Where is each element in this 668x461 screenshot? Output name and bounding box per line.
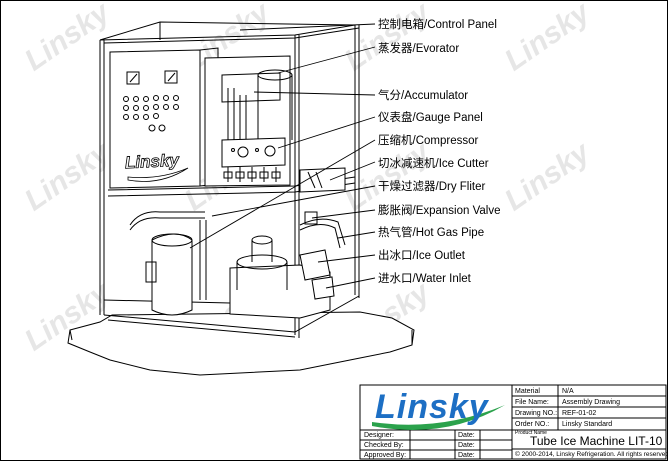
sign-date: Date:	[458, 442, 475, 449]
panel-logo-swoosh-icon	[127, 167, 189, 182]
field-label: Order NO.:	[515, 421, 550, 428]
field-label: File Name:	[515, 399, 549, 406]
field-value: N/A	[562, 388, 574, 395]
field-label: Material	[515, 388, 540, 395]
field-value: REF-01-02	[562, 410, 597, 417]
callout-gauge-panel: 仪表盘/Gauge Panel	[378, 112, 483, 124]
field-value: Assembly Drawing	[562, 399, 620, 406]
water-inlet	[311, 276, 335, 300]
sign-label: Checked By:	[364, 442, 404, 449]
sign-label: Designer:	[364, 432, 394, 439]
product-name-label: Product Name	[515, 430, 547, 436]
callout-compressor: 压缩机/Compressor	[378, 135, 479, 147]
logo-swoosh-icon	[372, 405, 505, 430]
sign-date: Date:	[458, 432, 475, 439]
callout-water-inlet: 进水口/Water Inlet	[378, 273, 471, 285]
sign-date: Date:	[458, 452, 475, 459]
callout-expansion-valve: 膨胀阀/Expansion Valve	[378, 205, 501, 217]
callout-ice-cutter: 切冰减速机/Ice Cutter	[378, 158, 489, 170]
callout-hot-gas-pipe: 热气管/Hot Gas Pipe	[378, 227, 485, 239]
field-label: Drawing NO.:	[515, 410, 558, 417]
callout-ice-outlet: 出冰口/Ice Outlet	[378, 250, 465, 262]
title-block-logo: Linsky	[375, 388, 489, 426]
product-name: Tube Ice Machine LIT-10	[530, 434, 663, 448]
callout-evaporator: 蒸发器/Evorator	[378, 43, 460, 55]
callout-accumulator: 气分/Accumulator	[378, 90, 469, 102]
compressor	[151, 233, 193, 316]
callout-control-panel: 控制电箱/Control Panel	[378, 19, 497, 31]
panel-logo: Linsky	[124, 150, 180, 173]
gauge-panel	[221, 137, 286, 168]
ice-cutter	[299, 167, 346, 193]
copyright: © 2000-2014, Linsky Refrigeration. All r…	[515, 451, 668, 458]
field-value: Linsky Standard	[562, 421, 613, 428]
sign-label: Approved By:	[364, 452, 407, 459]
ice-outlet	[299, 249, 331, 281]
callout-dry-filter: 干燥过滤器/Dry Fliter	[378, 181, 486, 193]
